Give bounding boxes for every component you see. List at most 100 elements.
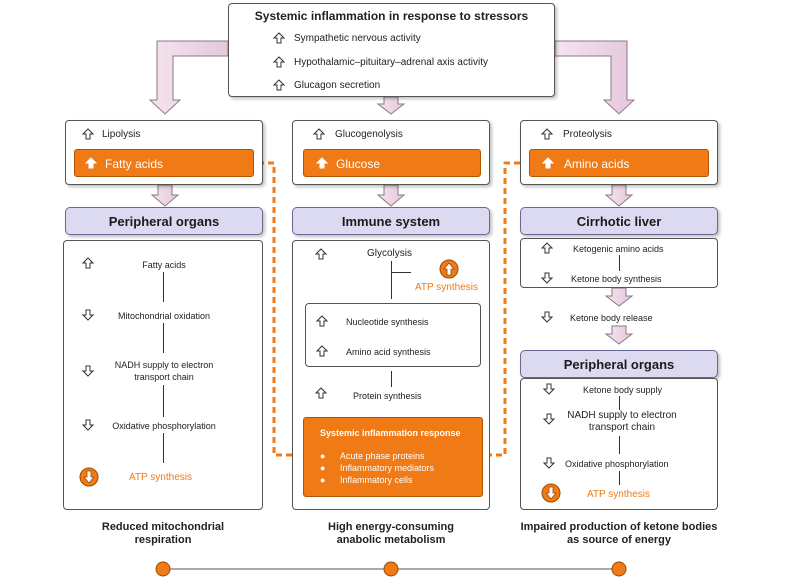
biosynthesis-box: Nucleotide synthesis Amino acid synthesi… (305, 303, 481, 367)
up-arrow-icon (315, 387, 327, 399)
ketone-release-label: Ketone body release (570, 313, 653, 323)
down-arrow-icon (543, 457, 555, 469)
stressors-box: Systemic inflammation in response to str… (228, 3, 555, 97)
right-step-oxphos: Oxidative phosphorylation (565, 459, 669, 469)
right-step-nadh: NADH supply to electron transport chain (567, 410, 677, 433)
stressor-item-3: Glucagon secretion (294, 80, 381, 91)
down-arrow-icon (543, 413, 555, 425)
fatty-acids-box: Fatty acids (74, 149, 254, 177)
timeline-dot-right (611, 561, 627, 577)
up-arrow-icon (541, 128, 553, 140)
dashed-link-right (484, 161, 530, 457)
ketone-synthesis-label: Ketone body synthesis (571, 274, 662, 284)
connector-line (163, 272, 164, 302)
up-arrow-icon (315, 248, 327, 260)
immune-system-header: Immune system (292, 207, 490, 235)
peripheral-organs-header-right: Peripheral organs (520, 350, 718, 378)
glucose-label: Glucose (336, 157, 381, 171)
timeline-dot-left (155, 561, 171, 577)
liver-release-arrow (604, 287, 634, 307)
proteolysis-box: Proteolysis Amino acids (520, 120, 718, 185)
connector-line (391, 371, 392, 387)
stressors-title: Systemic inflammation in response to str… (254, 9, 529, 23)
outcome-middle: High energy-consuming anabolic metabolis… (328, 521, 454, 546)
amino-acids-label: Amino acids (564, 157, 630, 171)
connector-line (391, 261, 392, 299)
glucogenolysis-label: Glucogenolysis (335, 129, 403, 140)
left-atp-label: ATP synthesis (129, 472, 192, 483)
up-arrow-icon (316, 315, 328, 327)
glycolysis-label: Glycolysis (367, 248, 413, 259)
atp-down-icon (541, 483, 561, 503)
up-arrow-icon (316, 157, 328, 169)
atp-up-icon (439, 259, 459, 279)
peripheral-organs-header-left: Peripheral organs (65, 207, 263, 235)
right-stressor-arrow (554, 40, 636, 115)
release-organ-arrow (604, 325, 634, 345)
connector-line (163, 323, 164, 353)
left-step-nadh: NADH supply to electron transport chain (114, 360, 214, 382)
connector-line (163, 385, 164, 417)
left-step-oxphos: Oxidative phosphorylation (112, 421, 216, 431)
systemic-inflammation-response-box: Systemic inflammation response ● Acute p… (303, 417, 483, 497)
up-arrow-icon (313, 128, 325, 140)
amino-acid-synthesis-label: Amino acid synthesis (346, 347, 431, 357)
right-atp-label: ATP synthesis (587, 489, 650, 500)
glucose-box: Glucose (303, 149, 481, 177)
down-arrow-icon (82, 419, 94, 431)
response-item-acute-phase: Acute phase proteins (340, 451, 425, 461)
nucleotide-synthesis-label: Nucleotide synthesis (346, 317, 429, 327)
middle-atp-label: ATP synthesis (415, 282, 478, 293)
connector-line (163, 433, 164, 463)
liver-ketogenesis-box: Ketogenic amino acids Ketone body synthe… (520, 238, 718, 288)
protein-synthesis-label: Protein synthesis (353, 391, 422, 401)
up-arrow-icon (273, 32, 285, 44)
response-item-cells: Inflammatory cells (340, 475, 413, 485)
down-arrow-icon (541, 272, 553, 284)
up-arrow-icon (273, 79, 285, 91)
connector-line (619, 255, 620, 271)
down-arrow-icon (543, 383, 555, 395)
lipolysis-label: Lipolysis (102, 129, 141, 140)
ketogenic-aa-label: Ketogenic amino acids (573, 244, 664, 254)
response-bullet: ● (320, 475, 326, 485)
response-item-mediators: Inflammatory mediators (340, 463, 435, 473)
proteolysis-label: Proteolysis (563, 129, 612, 140)
connector-line (619, 471, 620, 485)
left-pathway-box: Fatty acids Mitochondrial oxidation NADH… (63, 240, 263, 510)
middle-product-arrow (376, 184, 406, 207)
down-arrow-icon (82, 365, 94, 377)
response-title: Systemic inflammation response (320, 428, 461, 438)
connector-line (391, 272, 411, 273)
connector-line (619, 436, 620, 454)
left-product-arrow (150, 184, 180, 207)
right-pathway-box: Ketone body supply NADH supply to electr… (520, 378, 718, 510)
right-product-arrow (604, 184, 634, 207)
fatty-acids-label: Fatty acids (105, 157, 164, 171)
up-arrow-icon (273, 56, 285, 68)
up-arrow-icon (541, 242, 553, 254)
middle-pathway-box: Glycolysis ATP synthesis Nucleotide synt… (292, 240, 490, 510)
response-bullet: ● (320, 463, 326, 473)
left-step-fatty-acids: Fatty acids (142, 260, 186, 270)
up-arrow-icon (82, 128, 94, 140)
timeline-dot-middle (383, 561, 399, 577)
stressor-item-2: Hypothalamic–pituitary–adrenal axis acti… (294, 57, 488, 68)
response-bullet: ● (320, 451, 326, 461)
up-arrow-icon (542, 157, 554, 169)
outcome-left: Reduced mitochondrial respiration (101, 521, 225, 546)
left-stressor-arrow (148, 40, 229, 115)
up-arrow-icon (82, 257, 94, 269)
atp-down-icon (79, 467, 99, 487)
right-step-ketone-supply: Ketone body supply (583, 385, 663, 395)
connector-line (619, 396, 620, 410)
down-arrow-icon (541, 311, 553, 323)
lipolysis-box: Lipolysis Fatty acids (65, 120, 263, 185)
outcome-right: Impaired production of ketone bodies as … (520, 521, 718, 546)
down-arrow-icon (82, 309, 94, 321)
left-step-mito-oxidation: Mitochondrial oxidation (117, 311, 211, 321)
up-arrow-icon (85, 157, 97, 169)
up-arrow-icon (316, 345, 328, 357)
center-stressor-arrow (376, 96, 406, 115)
stressor-item-1: Sympathetic nervous activity (294, 33, 421, 44)
